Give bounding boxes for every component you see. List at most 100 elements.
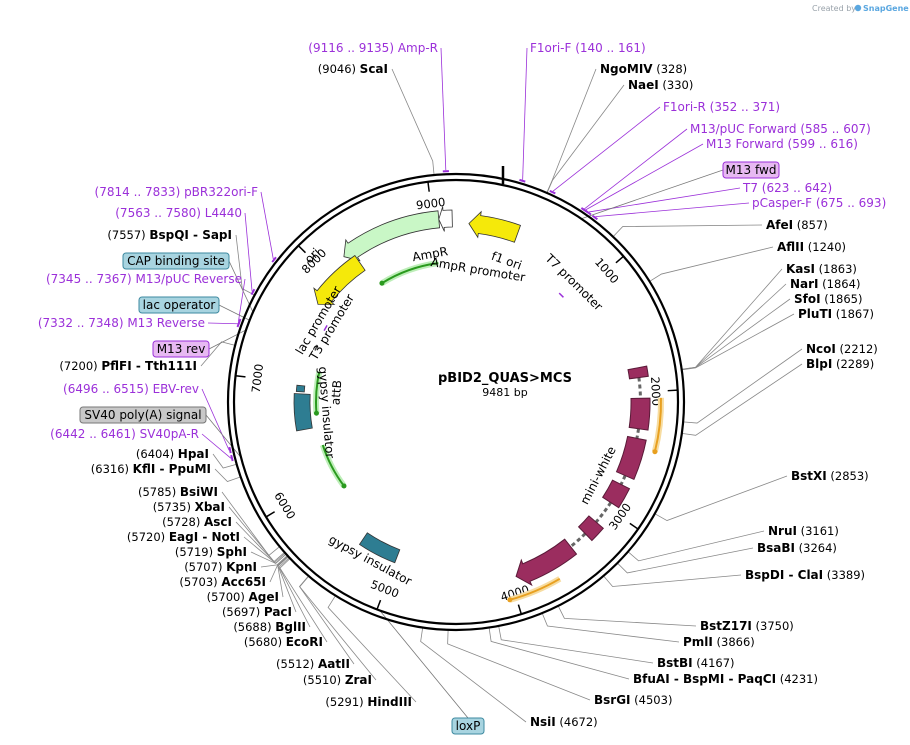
primer-name: pCasper-F bbox=[752, 196, 812, 210]
enzyme-leader bbox=[681, 298, 791, 370]
credit-line: Created by SnapGene bbox=[812, 4, 909, 13]
enzyme-name: BlpI bbox=[806, 357, 832, 371]
primer-name: Amp-R bbox=[398, 41, 438, 55]
enzyme-name: HindIII bbox=[367, 695, 412, 709]
primer-name: F1ori-F bbox=[530, 41, 571, 55]
enzyme-name: NarI bbox=[790, 277, 819, 291]
enzyme-name: NsiI bbox=[530, 715, 556, 729]
enzyme-position: (4231) bbox=[776, 672, 818, 686]
boxed-label-bg bbox=[138, 296, 220, 314]
orange-arrow-head bbox=[652, 449, 658, 455]
tick-mark bbox=[235, 374, 246, 378]
enzyme-label-paci: (5697) PacI bbox=[222, 605, 292, 619]
enzyme-label-nari: NarI (1864) bbox=[790, 277, 860, 291]
enzyme-position: (3866) bbox=[713, 635, 755, 649]
enzyme-name: BsiWI bbox=[180, 485, 218, 499]
enzyme-leader bbox=[627, 530, 765, 562]
enzyme-label-kasi: KasI (1863) bbox=[786, 262, 857, 276]
enzyme-label-bstz17i: BstZ17I (3750) bbox=[700, 619, 794, 633]
enzyme-position: (5688) bbox=[233, 620, 275, 634]
primer-label-t7: T7 (623 .. 642) bbox=[742, 181, 832, 195]
enzyme-name: AatII bbox=[318, 657, 350, 671]
primer-leader bbox=[588, 187, 741, 213]
enzyme-name: KpnI bbox=[226, 560, 257, 574]
tick-label: 9000 bbox=[415, 195, 446, 213]
primer-range: (6442 .. 6461) bbox=[50, 427, 140, 441]
enzyme-leader bbox=[298, 575, 355, 665]
enzyme-label-aatii: (5512) AatII bbox=[276, 657, 350, 671]
mini-white-exon bbox=[515, 538, 578, 587]
enzyme-label-aflii: AflII (1240) bbox=[777, 240, 846, 254]
enzyme-position: (1867) bbox=[832, 307, 874, 321]
primer-leader bbox=[238, 278, 246, 322]
primer-site bbox=[271, 256, 277, 263]
tick-mark bbox=[265, 511, 276, 518]
enzyme-position: (5700) bbox=[207, 590, 249, 604]
enzyme-label-bsrgi: BsrGI (4503) bbox=[594, 693, 672, 707]
green-arrow-head bbox=[341, 483, 347, 489]
enzyme-label-sphi: (5719) SphI bbox=[175, 545, 247, 559]
primer-name: M13/pUC Forward bbox=[690, 122, 797, 136]
enzyme-leader bbox=[260, 555, 288, 568]
enzyme-position: (5697) bbox=[222, 605, 264, 619]
enzyme-position: (1240) bbox=[804, 240, 846, 254]
enzyme-label-agei: (5700) AgeI bbox=[207, 590, 279, 604]
primer-range: (7814 .. 7833) bbox=[95, 185, 185, 199]
enzyme-name: ScaI bbox=[360, 62, 388, 76]
enzyme-position: (4503) bbox=[631, 693, 673, 707]
enzyme-leader bbox=[327, 595, 417, 703]
primer-range: (7345 .. 7367) bbox=[46, 272, 136, 286]
enzyme-leader bbox=[612, 224, 763, 238]
enzyme-leader bbox=[546, 84, 625, 194]
enzyme-name: NruI bbox=[768, 524, 797, 538]
primer-site bbox=[591, 214, 598, 221]
enzyme-leader bbox=[546, 68, 597, 193]
primer-site bbox=[228, 446, 232, 454]
enzyme-position: (857) bbox=[793, 218, 828, 232]
enzyme-position: (3750) bbox=[752, 619, 794, 633]
primer-site bbox=[585, 210, 592, 216]
feature-label-ampr: AmpR bbox=[411, 244, 449, 264]
tick-mark bbox=[615, 255, 624, 264]
enzyme-position: (5735) bbox=[153, 500, 195, 514]
primer-leader bbox=[585, 143, 704, 211]
site-mark bbox=[314, 344, 318, 351]
primer-name: SV40pA-R bbox=[140, 427, 199, 441]
enzyme-label-eagi-noti: (5720) EagI - NotI bbox=[127, 530, 240, 544]
enzyme-leader bbox=[681, 268, 783, 370]
primer-leader bbox=[584, 128, 688, 210]
plasmid-name: pBID2_QUAS>MCS bbox=[438, 371, 572, 386]
primer-site bbox=[236, 320, 241, 328]
enzyme-position: (1863) bbox=[815, 262, 857, 276]
credit-prefix: Created by bbox=[812, 4, 856, 13]
mini-white-exon bbox=[627, 365, 649, 380]
enzyme-leader bbox=[243, 536, 287, 564]
enzyme-leader bbox=[420, 627, 527, 723]
mini-white-intron bbox=[619, 475, 627, 486]
enzyme-leader bbox=[557, 605, 697, 627]
enzyme-label-bfuai-bspmi-paqci: BfuAI - BspMI - PaqCI (4231) bbox=[633, 672, 818, 686]
enzyme-position: (2212) bbox=[836, 342, 878, 356]
feature-ampr-promoter bbox=[438, 206, 453, 232]
enzyme-leader bbox=[212, 453, 237, 469]
enzyme-position: (9046) bbox=[318, 62, 360, 76]
primer-name: pBR322ori-F bbox=[184, 185, 258, 199]
inner-ring-line bbox=[232, 178, 680, 626]
enzyme-name: NcoI bbox=[806, 342, 836, 356]
enzyme-position: (2289) bbox=[832, 357, 874, 371]
enzyme-name: XbaI bbox=[195, 500, 225, 514]
enzyme-label-bstxi: BstXI (2853) bbox=[791, 469, 869, 483]
tick-mark bbox=[629, 522, 639, 530]
feature-label-attb: attB bbox=[328, 380, 344, 406]
boxed-label-leader bbox=[581, 169, 724, 220]
enzyme-label-bsabi: BsaBI (3264) bbox=[757, 541, 837, 555]
enzyme-name: KflI - PpuMI bbox=[133, 462, 211, 476]
primer-leader bbox=[595, 202, 750, 218]
site-mark bbox=[558, 292, 564, 298]
primer-site bbox=[250, 288, 256, 296]
enzyme-position: (5291) bbox=[325, 695, 367, 709]
enzyme-name: PflFI - Tth111I bbox=[101, 359, 197, 373]
primer-label-ebv-rev: (6496 .. 6515) EBV-rev bbox=[63, 382, 199, 396]
enzyme-label-blpi: BlpI (2289) bbox=[806, 357, 874, 371]
